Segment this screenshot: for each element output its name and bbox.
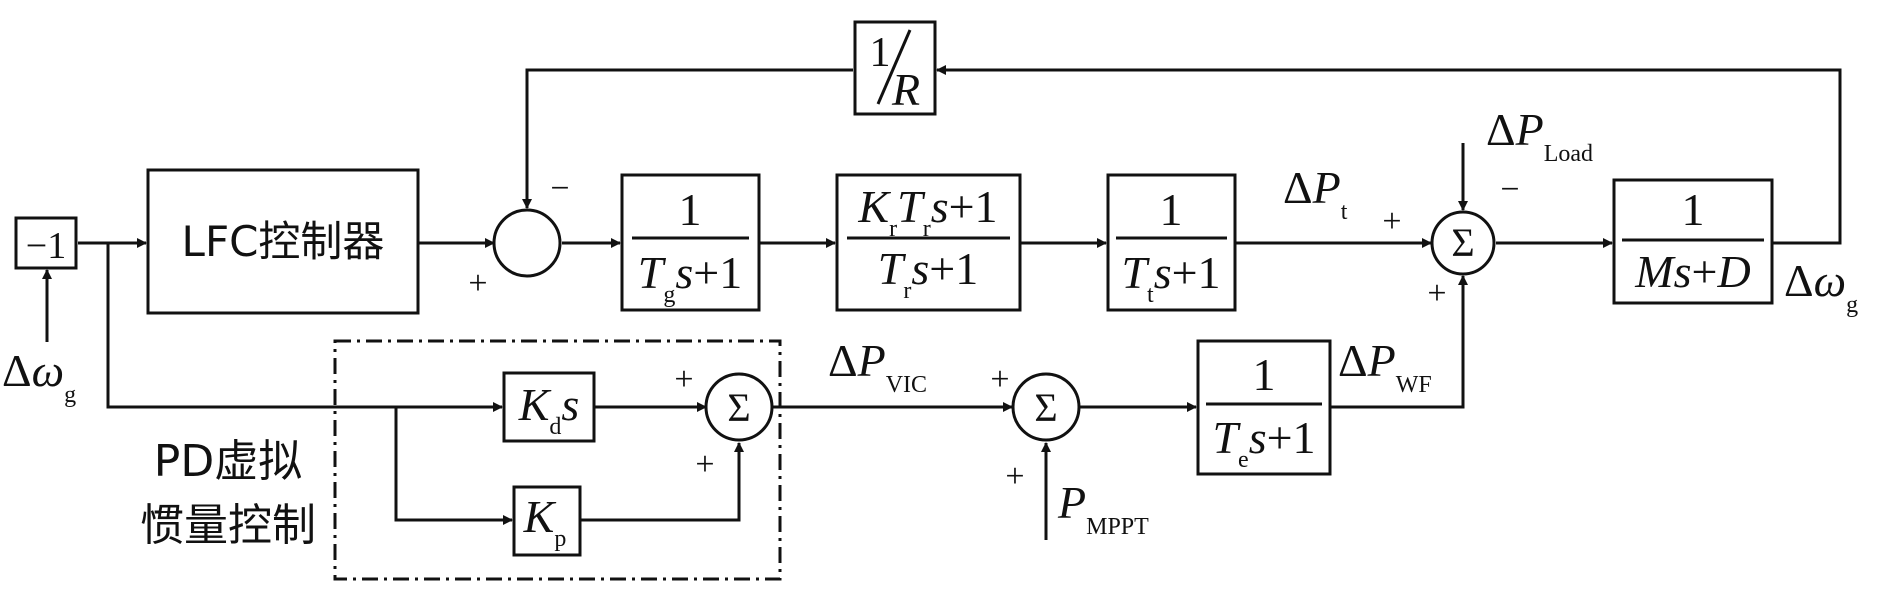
reheat-den: Trs+1 (878, 243, 978, 304)
sign-plus-mppt: + (1005, 458, 1024, 495)
sign-plus-lfc: + (468, 265, 487, 302)
power-num: 1 (1682, 184, 1705, 235)
pd-label-line1: PD虚拟 (154, 436, 302, 487)
vic-sigma-junction: Σ (1011, 372, 1081, 442)
wire-kp-sigma (580, 442, 744, 522)
inverse-r-block: 1 R (853, 20, 937, 116)
reheat-num: KrTrs+1 (857, 181, 997, 242)
kp-label: Kp (523, 491, 567, 552)
negative-one-gain: −1 (14, 216, 78, 270)
sign-plus-kds: + (674, 361, 693, 398)
input-delta-omega-label: Δωg (2, 345, 76, 408)
lfc-summing-junction (492, 208, 562, 278)
inv-r-num: 1 (870, 30, 891, 76)
delta-pt-label: ΔPt (1283, 162, 1348, 225)
pd-control-region (333, 339, 782, 581)
output-delta-omega-label: Δωg (1784, 255, 1858, 318)
kp-block: Kp (512, 485, 582, 557)
wire-feedback-r (936, 65, 1842, 245)
turbine-num: 1 (1160, 184, 1183, 235)
pmppt-label: PMPPT (1057, 477, 1149, 540)
main-sigma-junction: Σ (1430, 210, 1496, 276)
delta-pwf-label: ΔPWF (1338, 335, 1432, 398)
vic-sigma-label: Σ (1034, 385, 1057, 430)
sign-plus-wf: + (1427, 275, 1446, 312)
kds-label: Kds (518, 379, 580, 440)
power-den: Ms+D (1634, 246, 1750, 297)
sign-plus-kp: + (695, 446, 714, 483)
pd-label-line2: 惯量控制 (140, 500, 316, 551)
reheat-block: KrTrs+1 Trs+1 (835, 173, 1022, 312)
turbine-den: Tts+1 (1121, 247, 1220, 308)
lfc-controller-block: LFC控制器 (146, 168, 420, 315)
lfc-label: LFC控制器 (182, 217, 385, 266)
wind-farm-block: 1 Tes+1 (1196, 339, 1332, 476)
wind-num: 1 (1253, 349, 1276, 400)
inv-r-den: R (891, 64, 920, 115)
neg-one-label: −1 (26, 225, 66, 267)
gov-num: 1 (679, 184, 702, 235)
gov-den: Tgs+1 (638, 247, 742, 308)
delta-pload-label: ΔPLoad (1486, 104, 1593, 167)
wire-wf (1330, 275, 1468, 409)
sign-minus-feedback: − (550, 170, 569, 207)
turbine-block: 1 Tts+1 (1106, 173, 1237, 312)
pd-sigma-junction: Σ (704, 372, 774, 442)
wind-den: Tes+1 (1212, 412, 1315, 473)
sigma-label: Σ (1451, 220, 1474, 265)
pd-sigma-label: Σ (727, 385, 750, 430)
sign-plus-vic: + (990, 361, 1009, 398)
wire-r-sum (522, 68, 853, 209)
sign-plus-pt: + (1382, 203, 1401, 240)
power-system-block: 1 Ms+D (1612, 178, 1774, 305)
governor-block: 1 Tgs+1 (620, 173, 761, 312)
sign-minus-load: − (1500, 171, 1519, 208)
kds-block: Kds (502, 371, 596, 443)
delta-pvic-label: ΔPVIC (828, 335, 927, 398)
